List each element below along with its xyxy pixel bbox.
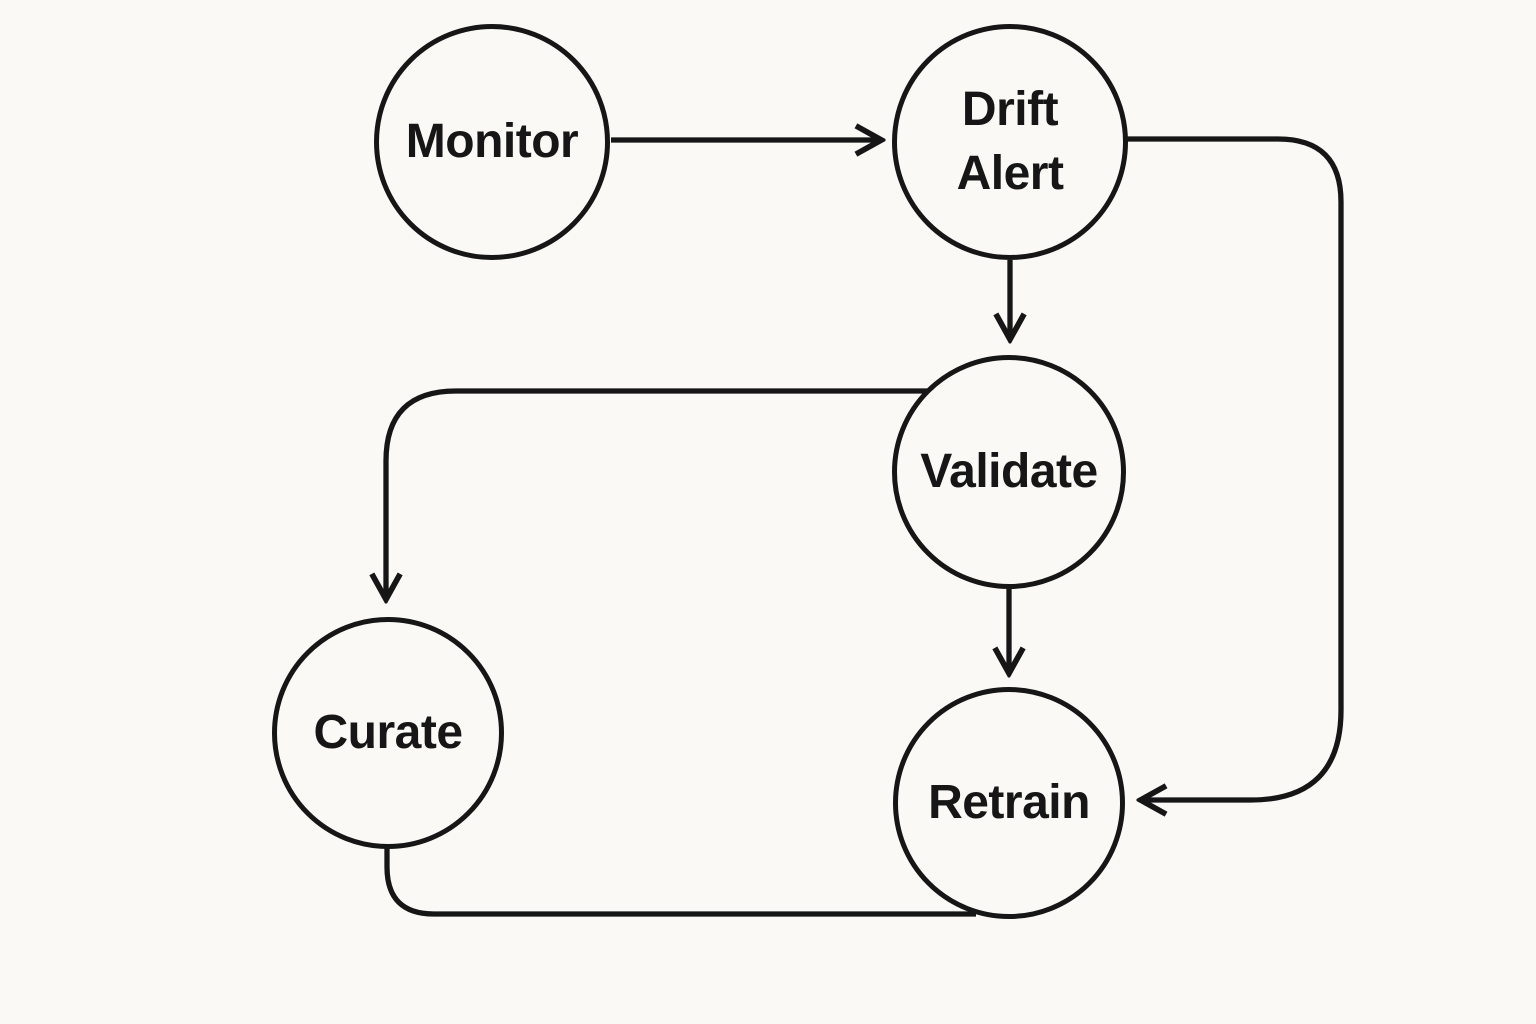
node-retrain: Retrain bbox=[893, 687, 1125, 919]
node-monitor: Monitor bbox=[374, 24, 610, 260]
node-drift-alert-label: Drift Alert bbox=[956, 83, 1064, 200]
node-monitor-label: Monitor bbox=[405, 115, 579, 169]
node-validate: Validate bbox=[892, 355, 1126, 589]
edge-drift-alert-to-retrain bbox=[1127, 136, 1344, 800]
node-retrain-label: Retrain bbox=[928, 776, 1090, 830]
edge-validate-to-curate bbox=[386, 388, 929, 598]
node-curate-label: Curate bbox=[313, 706, 463, 760]
node-curate: Curate bbox=[272, 617, 504, 849]
node-drift-alert: Drift Alert bbox=[892, 24, 1128, 260]
node-validate-label: Validate bbox=[920, 445, 1098, 499]
edge-curate-to-retrain bbox=[384, 846, 976, 917]
